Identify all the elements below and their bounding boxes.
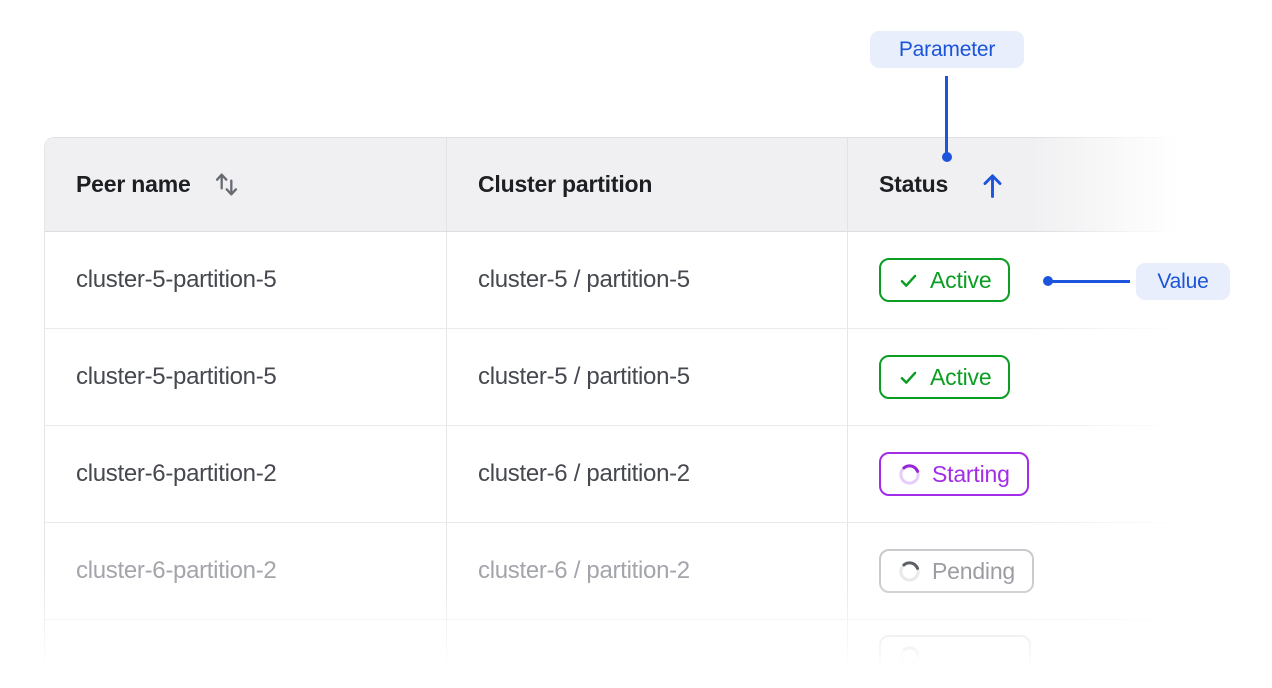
cluster-partition-cell: cluster-6 / partition-2	[447, 523, 848, 619]
status-cell: Active	[848, 232, 1272, 328]
peer-name-cell: cluster-6-partition-2	[45, 426, 447, 522]
column-header-label: Peer name	[76, 171, 191, 197]
status-badge-label: Starting	[932, 460, 1010, 487]
cluster-partition-cell: cluster-5 / partition-5	[447, 232, 848, 328]
cluster-partition-cell: cluster-6 / partition-2	[447, 426, 848, 522]
value-connector-line	[1050, 280, 1130, 283]
table-row[interactable]: cluster-6-partition-2 cluster-6 / partit…	[45, 523, 1272, 620]
peer-name-cell: cluster-5-partition-5	[45, 232, 447, 328]
table-row[interactable]: cluster-5-partition-5 cluster-5 / partit…	[45, 232, 1272, 329]
status-badge: Active	[879, 355, 1011, 399]
spinner-icon	[899, 463, 920, 485]
check-icon	[900, 371, 917, 384]
value-callout-label: Value	[1157, 269, 1209, 293]
spinner-icon	[899, 646, 920, 667]
status-cell: Pending	[848, 523, 1272, 619]
peers-table: Peer name Cluster partition Status	[44, 137, 1272, 688]
column-header-status[interactable]: Status	[848, 138, 1272, 231]
peer-name-cell: cluster-6-partition-2	[45, 523, 447, 619]
value-callout: Value	[1136, 263, 1230, 300]
status-badge: Starting	[879, 452, 1029, 496]
cluster-partition-cell: cluster-5 / partition-5	[447, 329, 848, 425]
status-cell	[848, 620, 1272, 688]
parameter-connector-line	[945, 76, 948, 153]
peer-name-cell: cluster-5-partition-5	[45, 329, 447, 425]
status-cell: Active	[848, 329, 1272, 425]
table-row[interactable]: cluster-5-partition-5 cluster-5 / partit…	[45, 329, 1272, 426]
table-row[interactable]: cluster-6-partition-2 cluster-6 / partit…	[45, 426, 1272, 523]
arrow-up-icon[interactable]	[980, 171, 1005, 199]
status-badge-label: Pending	[932, 557, 1016, 584]
spinner-icon	[899, 560, 920, 582]
status-badge: Pending	[879, 549, 1035, 593]
status-badge: Active	[879, 258, 1011, 302]
parameter-connector-dot	[942, 152, 952, 162]
status-badge	[879, 634, 1031, 679]
sort-both-icon[interactable]	[213, 169, 240, 200]
status-badge-label: Active	[930, 363, 992, 390]
value-connector-dot	[1043, 276, 1053, 286]
column-header-label: Cluster partition	[478, 171, 653, 197]
column-header-label: Status	[879, 171, 949, 197]
parameter-callout: Parameter	[870, 31, 1024, 68]
parameter-callout-label: Parameter	[898, 37, 996, 61]
table-header-row: Peer name Cluster partition Status	[45, 138, 1272, 232]
check-icon	[900, 274, 917, 287]
column-header-peer-name[interactable]: Peer name	[45, 138, 447, 231]
status-cell: Starting	[848, 426, 1272, 522]
peer-name-cell	[45, 620, 447, 688]
column-header-cluster-partition[interactable]: Cluster partition	[447, 138, 848, 231]
status-badge-label: Active	[930, 266, 992, 293]
table-row[interactable]	[45, 620, 1272, 688]
cluster-partition-cell	[447, 620, 848, 688]
